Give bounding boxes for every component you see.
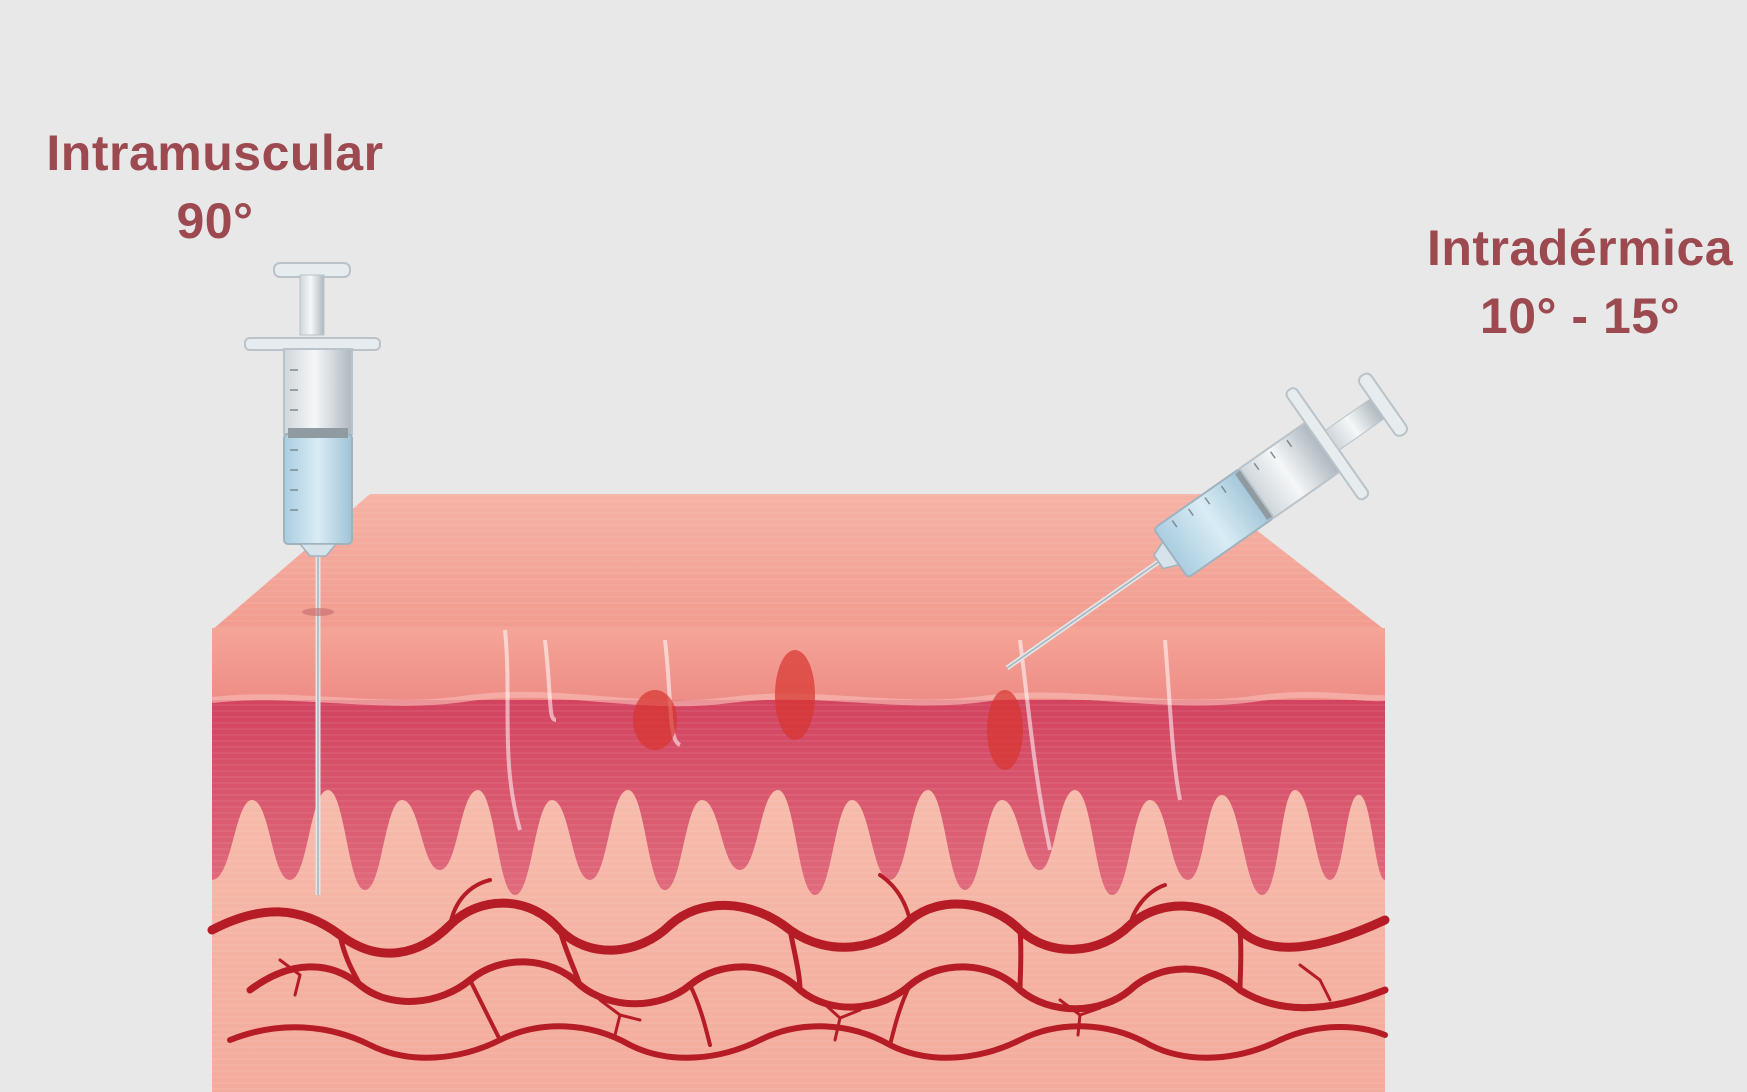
label-intramuscular: Intramuscular 90° [20, 120, 410, 255]
label-intradermica: Intradérmica 10° - 15° [1390, 215, 1747, 350]
label-intramuscular-name: Intramuscular [20, 120, 410, 188]
label-intradermica-name: Intradérmica [1390, 215, 1747, 283]
label-intradermica-angle: 10° - 15° [1390, 283, 1747, 351]
skin-block [212, 494, 1385, 1092]
label-intramuscular-angle: 90° [20, 188, 410, 256]
